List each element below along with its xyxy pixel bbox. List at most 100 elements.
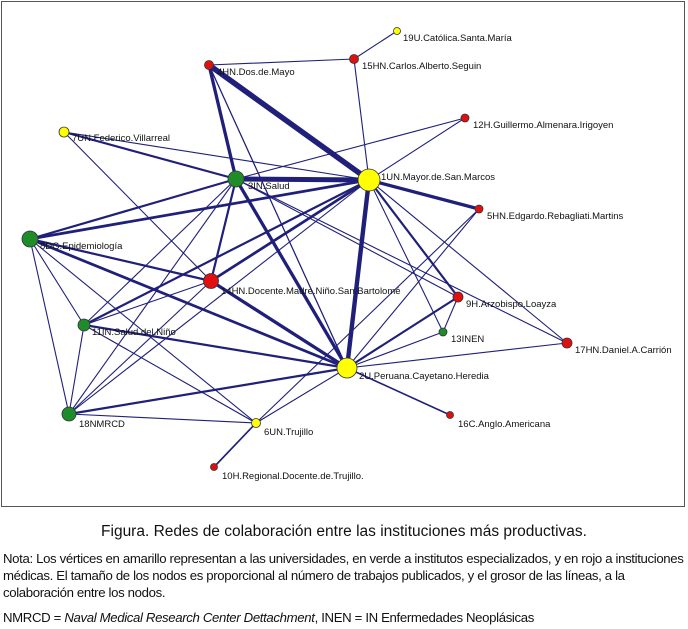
- node-1: [357, 168, 381, 192]
- node-14: [203, 273, 219, 289]
- node-label-18: 18NMRCD: [79, 419, 125, 430]
- node-13: [438, 327, 448, 337]
- edge-1-17: [368, 179, 568, 344]
- edge-2-16: [346, 367, 451, 416]
- edge-2-18: [67, 366, 349, 416]
- node-label-6: 6UN.Trujillo: [264, 427, 313, 438]
- figure-caption: Figura. Redes de colaboración entre las …: [101, 523, 587, 540]
- edge-4-15: [208, 58, 355, 66]
- edge-3-8: [28, 177, 238, 241]
- edge-11-18: [68, 324, 85, 415]
- edge-6-2: [255, 367, 348, 424]
- edge-7-14: [63, 131, 212, 282]
- edge-8-6: [29, 238, 257, 424]
- edge-6-5: [255, 208, 480, 424]
- edge-1-18: [68, 179, 370, 415]
- node-label-5: 5HN.Edgardo.Rebagliati.Martins: [487, 211, 623, 222]
- node-label-3: 3IN.Salud: [248, 181, 290, 192]
- edge-1-15: [353, 58, 370, 181]
- node-label-2: 2U.Peruana.Cayetano.Heredia: [359, 371, 490, 382]
- network-edges: [28, 30, 568, 468]
- edge-2-13: [346, 331, 444, 369]
- node-9: [452, 291, 464, 303]
- network-labels: 1UN.Mayor.de.San.Marcos 2U.Peruana.Cayeta…: [40, 33, 672, 482]
- edge-2-9: [345, 295, 460, 370]
- edge-2-3: [234, 177, 349, 370]
- edge-15-19: [353, 30, 398, 60]
- edge-9-13: [442, 296, 459, 333]
- node-2: [336, 357, 358, 379]
- node-18: [61, 406, 77, 422]
- edge-2-14: [209, 279, 349, 370]
- node-label-10: 10H.Regional.Docente.de.Trujillo.: [222, 471, 364, 482]
- edge-2-17: [346, 342, 568, 369]
- edge-1-12: [368, 117, 466, 181]
- node-label-9: 9H.Arzobispo.Loayza: [466, 299, 557, 310]
- edge-11-6: [83, 324, 257, 424]
- inen-key: INEN =: [321, 610, 366, 625]
- node-3: [227, 170, 245, 188]
- node-label-4: 4HN.Dos.de.Mayo: [217, 67, 295, 78]
- edge-1-2: [344, 177, 372, 371]
- node-12: [460, 113, 470, 123]
- figure-frame: 1UN.Mayor.de.San.Marcos 2U.Peruana.Cayeta…: [1, 1, 685, 507]
- edge-3-7: [62, 130, 238, 181]
- edge-2-5: [346, 208, 480, 369]
- edge-3-14: [209, 177, 238, 283]
- edge-8-11: [29, 238, 85, 326]
- node-label-17: 17HN.Daniel.A.Carrión: [575, 345, 672, 356]
- edge-1-3: [233, 176, 372, 183]
- node-5: [474, 204, 484, 214]
- edge-3-9: [235, 178, 459, 298]
- abbreviations-line: NMRCD = Naval Medical Research Center De…: [3, 609, 687, 626]
- abbrev-separator: ,: [314, 610, 322, 625]
- node-label-13: 13INEN: [451, 334, 484, 345]
- edge-3-12: [235, 117, 466, 180]
- node-8: [21, 230, 39, 248]
- collaboration-network: 1UN.Mayor.de.San.Marcos 2U.Peruana.Cayeta…: [21, 27, 672, 482]
- node-label-12: 12H.Guillermo.Almenara.Irigoyen: [473, 120, 613, 131]
- nmrcd-value: Naval Medical Research Center Dettachmen…: [64, 610, 315, 625]
- node-10: [210, 463, 218, 471]
- node-label-7: 7UN.Federico.Villarreal: [72, 133, 170, 144]
- node-label-14: 14HN.Docente.Madre.Niño.San.Bartolomé: [221, 286, 401, 297]
- node-16: [446, 411, 454, 419]
- edge-3-11: [83, 178, 237, 326]
- edge-18-6: [68, 413, 257, 424]
- edge-14-18: [68, 280, 212, 415]
- node-label-15: 15HN.Carlos.Alberto.Seguin: [362, 61, 481, 72]
- edge-11-14: [83, 280, 212, 326]
- edge-8-14: [28, 237, 213, 283]
- edge-1-11: [82, 178, 371, 327]
- edge-2-11: [82, 323, 349, 370]
- network-nodes: [21, 27, 573, 471]
- edge-2-8: [28, 237, 349, 370]
- node-7: [58, 126, 70, 138]
- edge-3-17: [235, 178, 568, 344]
- node-label-19: 19U.Católica.Santa.María: [403, 33, 512, 44]
- edge-1-8: [28, 178, 371, 241]
- edge-1-13: [368, 179, 444, 333]
- edge-1-7: [63, 131, 370, 181]
- nmrcd-key: NMRCD =: [3, 610, 65, 625]
- node-label-11: 11IN.Salud.del.Niño: [92, 327, 176, 338]
- edge-8-18: [29, 238, 70, 415]
- edge-1-5: [367, 178, 481, 211]
- node-6: [251, 418, 261, 428]
- node-15: [349, 54, 359, 64]
- node-19: [393, 27, 401, 35]
- figure-note: Nota: Los vértices en amarillo represent…: [3, 551, 684, 600]
- inen-value: IN Enfermedades Neoplásicas: [365, 610, 534, 625]
- node-label-8: 8DG.Epidemiología: [40, 241, 123, 252]
- edge-3-18: [68, 178, 237, 415]
- edge-3-4: [207, 63, 238, 181]
- node-11: [77, 318, 91, 332]
- node-label-16: 16C.Anglo.Americana: [458, 419, 551, 430]
- edge-1-4: [206, 62, 372, 183]
- node-4: [204, 60, 214, 70]
- node-17: [561, 337, 573, 349]
- edge-1-14: [209, 178, 371, 283]
- node-label-1: 1UN.Mayor.de.San.Marcos: [381, 172, 495, 183]
- edge-4-2: [208, 64, 348, 369]
- edge-1-9: [367, 178, 460, 299]
